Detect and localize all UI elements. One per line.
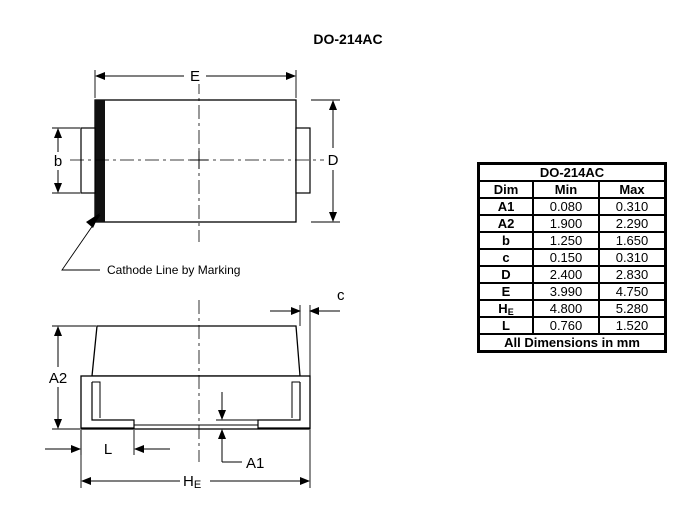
row-min: 0.150 xyxy=(533,249,599,266)
row-dim: A1 xyxy=(497,199,515,214)
table-row: A1 0.080 0.310 xyxy=(479,198,665,215)
row-min: 1.900 xyxy=(533,215,599,232)
top-view: E D b Cathode Line by Marking xyxy=(49,66,346,277)
row-dim: H xyxy=(498,301,508,316)
row-dim: D xyxy=(501,267,511,282)
table-row: c 0.150 0.310 xyxy=(479,249,665,266)
row-dim: c xyxy=(502,250,510,265)
header-dim: Dim xyxy=(479,181,533,198)
table-row: D 2.400 2.830 xyxy=(479,266,665,283)
table-footer: All Dimensions in mm xyxy=(479,334,665,351)
table-row: A2 1.900 2.290 xyxy=(479,215,665,232)
table-header-row: Dim Min Max xyxy=(479,181,665,198)
dim-he-label: HE xyxy=(183,473,201,491)
cathode-band xyxy=(95,100,105,222)
cathode-leader xyxy=(61,214,101,271)
row-max: 1.520 xyxy=(599,317,665,334)
dim-e-label: E xyxy=(190,68,200,85)
dim-c-label: c xyxy=(337,287,345,304)
table-row: b 1.250 1.650 xyxy=(479,232,665,249)
top-view-body xyxy=(94,99,297,223)
dimension-table: DO-214AC Dim Min Max A1 0.080 0.310 A2 1… xyxy=(477,162,667,353)
table-row: E 3.990 4.750 xyxy=(479,283,665,300)
left-lead-profile xyxy=(81,382,135,429)
row-min: 1.250 xyxy=(533,232,599,249)
header-max: Max xyxy=(599,181,665,198)
row-max: 0.310 xyxy=(599,249,665,266)
row-dim: A2 xyxy=(497,216,515,231)
header-min: Min xyxy=(533,181,599,198)
dim-d-label: D xyxy=(328,152,339,169)
table-row: HE 4.800 5.280 xyxy=(479,300,665,317)
row-max: 2.290 xyxy=(599,215,665,232)
row-dim: E xyxy=(501,284,511,299)
row-max: 1.650 xyxy=(599,232,665,249)
row-dim: L xyxy=(502,318,510,333)
diagram-title: DO-214AC xyxy=(313,31,382,47)
side-view: c A2 L A1 HE xyxy=(44,287,345,491)
row-min: 2.400 xyxy=(533,266,599,283)
row-min: 0.080 xyxy=(533,198,599,215)
row-min: 4.800 xyxy=(533,300,599,317)
left-lead xyxy=(80,127,96,194)
row-min: 0.760 xyxy=(533,317,599,334)
row-max: 4.750 xyxy=(599,283,665,300)
dim-b-label: b xyxy=(54,153,62,170)
dim-a1-label: A1 xyxy=(246,455,264,472)
side-view-body xyxy=(91,325,301,377)
table-title: DO-214AC xyxy=(479,164,665,181)
cathode-note: Cathode Line by Marking xyxy=(107,263,240,277)
side-view-lead-frame xyxy=(80,375,311,430)
dim-a2-label: A2 xyxy=(49,370,67,387)
row-max: 5.280 xyxy=(599,300,665,317)
row-max: 0.310 xyxy=(599,198,665,215)
table-row: L 0.760 1.520 xyxy=(479,317,665,334)
row-min: 3.990 xyxy=(533,283,599,300)
dim-l-label: L xyxy=(104,441,112,458)
row-dim: b xyxy=(502,233,510,248)
right-lead xyxy=(295,127,311,194)
row-max: 2.830 xyxy=(599,266,665,283)
